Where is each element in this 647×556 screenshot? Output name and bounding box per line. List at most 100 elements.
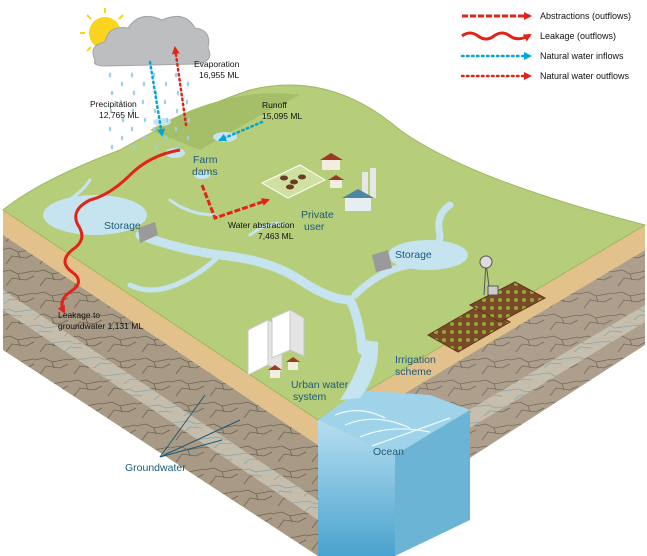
rain-drop — [132, 144, 136, 150]
legend-leakage-symbol — [461, 31, 532, 42]
farm-dam-4 — [153, 118, 171, 126]
leakage-value: groundwater 1,131 ML — [58, 321, 143, 331]
house-1-roof — [268, 365, 282, 370]
creek-3 — [168, 198, 217, 217]
water-abstraction-arrow — [200, 184, 270, 220]
rain-drop — [154, 144, 158, 150]
groundwater-label: Groundwater — [125, 462, 186, 474]
precipitation-value: 12,765 ML — [99, 110, 139, 120]
main-river — [135, 230, 367, 355]
rain-drop — [186, 135, 190, 141]
rain-drop — [142, 81, 146, 87]
cloud-icon — [92, 15, 211, 67]
farmhouse — [322, 160, 340, 170]
storage-left-dam-wall — [138, 222, 158, 243]
rain-drop — [120, 135, 124, 141]
rain-drop — [165, 117, 169, 123]
private-user-farm — [260, 153, 376, 211]
estuary — [340, 340, 379, 400]
evaporation-value: 16,955 ML — [199, 70, 239, 80]
legend: Abstractions (outflows) Leakage (outflow… — [460, 11, 631, 81]
groundwater-pointer-lines — [159, 394, 241, 458]
rain-drop — [164, 81, 168, 87]
rain-drop — [130, 72, 134, 78]
creek-2 — [248, 222, 287, 237]
silo-1 — [362, 172, 368, 198]
runoff-value: 15,095 ML — [262, 111, 302, 121]
rain-drop — [143, 117, 147, 123]
crop-field-2 — [468, 281, 547, 323]
windmill — [479, 255, 499, 296]
weather — [80, 8, 211, 150]
rain-drop — [176, 144, 180, 150]
urban-water-system-buildings — [247, 309, 305, 378]
storage-right-dam-wall — [372, 250, 392, 272]
farm-dams-label-2: dams — [192, 166, 218, 178]
rain-drop — [110, 144, 114, 150]
farm-shed-roof — [328, 175, 344, 180]
silo-2 — [370, 168, 376, 198]
evaporation-arrow — [171, 46, 188, 127]
legend-inflow-label: Natural water inflows — [540, 51, 624, 61]
rain-drop — [131, 108, 135, 114]
urban-label-2: system — [293, 391, 327, 403]
irrigation-label: Irrigation — [395, 354, 436, 366]
rain-drop — [108, 72, 112, 78]
ocean-waves — [334, 410, 451, 447]
rain-drop — [108, 126, 112, 132]
rain-drop — [130, 126, 134, 132]
ocean — [318, 340, 470, 556]
rain-drop — [175, 108, 179, 114]
rain-drop — [153, 108, 157, 114]
storage-left-label: Storage — [104, 220, 141, 232]
house-2 — [288, 362, 298, 370]
water-abstraction-label: Water abstraction — [228, 220, 295, 230]
runoff-label: Runoff — [262, 100, 288, 110]
tower-block-2-side — [289, 309, 305, 357]
barn — [345, 198, 371, 211]
rain-drop — [109, 108, 113, 114]
flow-labels: Evaporation 16,955 ML Precipitation 12,7… — [58, 59, 302, 331]
rain-drop — [174, 72, 178, 78]
leakage-arrow — [57, 148, 181, 314]
private-user-label-2: user — [304, 221, 325, 233]
house-2-roof — [286, 357, 300, 362]
runoff-arrow — [218, 120, 264, 142]
leakage-label: Leakage to — [58, 310, 100, 320]
farm-shed — [330, 180, 342, 188]
cattle — [280, 174, 306, 190]
precipitation-arrow — [148, 60, 165, 137]
storage-right-label: Storage — [395, 249, 432, 261]
hill-shade — [150, 93, 300, 150]
legend-leakage-label: Leakage (outflows) — [540, 31, 616, 41]
rain-drop — [121, 117, 125, 123]
rain-drop — [110, 90, 114, 96]
private-user-label: Private — [301, 209, 334, 221]
tower-block-2 — [271, 309, 291, 359]
storage-left-reservoir — [43, 195, 147, 235]
left-face-groundwater — [3, 290, 318, 520]
rain-drop — [176, 90, 180, 96]
left-face-soil — [3, 210, 318, 445]
farm-dams-label: Farm — [193, 154, 218, 166]
rain-drop — [164, 135, 168, 141]
irrigation-scheme-fields — [426, 255, 547, 353]
ocean-label: Ocean — [373, 446, 404, 458]
rain-drop — [163, 99, 167, 105]
evaporation-label: Evaporation — [194, 59, 240, 69]
rain-drop — [141, 99, 145, 105]
ocean-side — [395, 410, 470, 556]
rain-drop — [120, 81, 124, 87]
legend-outflow-label: Natural water outflows — [540, 71, 630, 81]
river-branch-left — [127, 252, 223, 293]
crop-field-1 — [426, 304, 512, 353]
rain-drop — [119, 99, 123, 105]
storage-right-reservoir — [388, 240, 468, 270]
water-abstraction-value: 7,463 ML — [258, 231, 294, 241]
barn-roof — [342, 189, 374, 198]
land-surface — [2, 84, 647, 421]
rain-drop — [187, 117, 191, 123]
farmhouse-roof — [320, 153, 343, 160]
ocean-front — [318, 420, 395, 556]
